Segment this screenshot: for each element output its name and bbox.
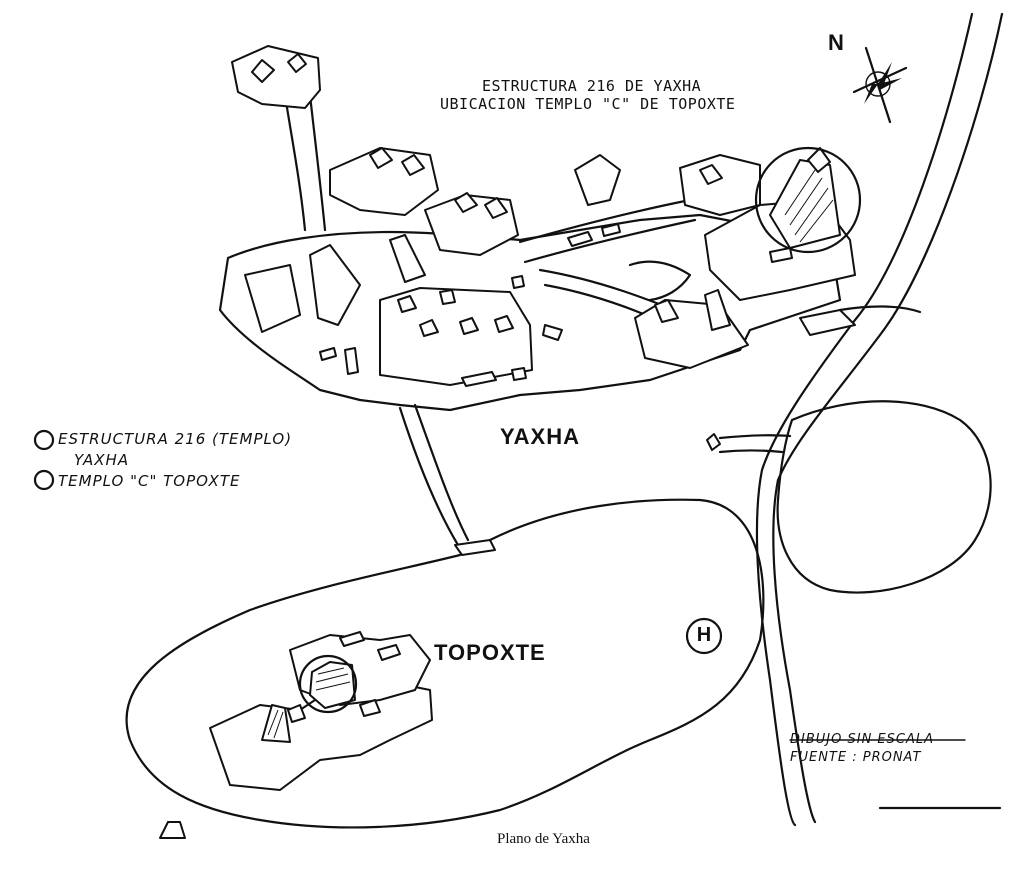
yaxha-buildings bbox=[244, 147, 761, 387]
north-label: N bbox=[828, 30, 844, 55]
north-arrow-icon bbox=[852, 46, 908, 124]
note-line2: FUENTE : PRONAT bbox=[790, 750, 922, 765]
note-line1: DIBUJO SIN ESCALA bbox=[790, 732, 934, 747]
side-path bbox=[706, 305, 922, 454]
label-topoxte: TOPOXTE bbox=[434, 640, 546, 665]
legend-circle-templo-c bbox=[33, 469, 55, 491]
legend-item-1-line1: ESTRUCTURA 216 (TEMPLO) bbox=[58, 430, 293, 448]
map-title-line2: UBICACION TEMPLO "C" DE TOPOXTE bbox=[440, 95, 736, 113]
helipad-marker bbox=[685, 617, 723, 655]
legend-item-2-line1: TEMPLO "C" TOPOXTE bbox=[58, 472, 241, 490]
map-title-line1: ESTRUCTURA 216 DE YAXHA bbox=[482, 77, 702, 95]
legend-item-1-line2: YAXHA bbox=[74, 451, 130, 469]
structure-216-temple bbox=[704, 146, 862, 301]
north-causeway bbox=[231, 45, 327, 232]
map-caption: Plano de Yaxha bbox=[497, 831, 590, 847]
legend-symbols bbox=[33, 429, 55, 491]
topoxte-ruins bbox=[209, 631, 433, 791]
lake-shore bbox=[125, 400, 992, 829]
helipad-label: H bbox=[696, 624, 712, 646]
label-yaxha: YAXHA bbox=[500, 424, 580, 449]
yaxha-platform bbox=[218, 213, 842, 556]
road bbox=[755, 12, 1004, 827]
legend-circle-structure-216 bbox=[33, 429, 55, 451]
shore-structure bbox=[159, 821, 186, 839]
